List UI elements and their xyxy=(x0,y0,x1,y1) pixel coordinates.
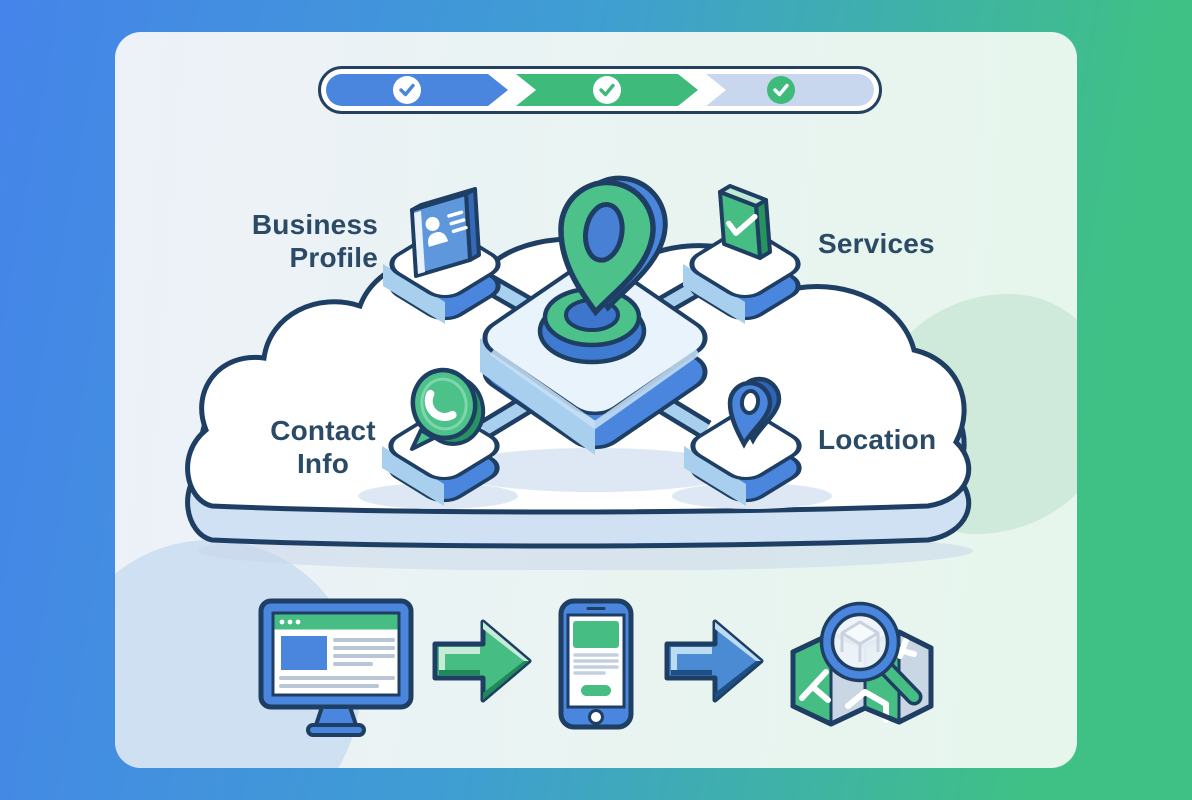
check-icon xyxy=(767,76,795,104)
tile-services xyxy=(683,184,801,324)
pin-base-ring xyxy=(537,286,647,365)
tile-contact-info xyxy=(382,367,500,506)
tile-business-profile xyxy=(383,187,501,324)
progress-bar-track xyxy=(326,74,874,106)
label-business-profile: Business Profile xyxy=(251,209,378,274)
checked-card-icon xyxy=(718,184,772,260)
map-pin-icon xyxy=(558,175,668,317)
id-card-icon xyxy=(410,187,481,278)
arrow-right-icon xyxy=(432,619,532,703)
desktop-monitor-icon xyxy=(258,598,414,737)
phone-badge-icon xyxy=(410,367,486,451)
magnifier-icon xyxy=(819,601,923,706)
platform-shadow xyxy=(446,448,742,492)
check-icon xyxy=(393,76,421,104)
progress-bar xyxy=(318,66,882,114)
label-location: Location xyxy=(818,424,937,455)
smartphone-icon xyxy=(558,598,634,730)
arrow-right-icon xyxy=(664,619,764,703)
tile-location xyxy=(684,376,802,506)
label-services: Services xyxy=(818,228,935,259)
map-magnifier-icon xyxy=(790,601,934,727)
cloud-hub-illustration xyxy=(185,175,973,570)
location-pin-icon xyxy=(727,376,782,449)
label-contact-info: Contact Info xyxy=(270,415,376,480)
check-icon xyxy=(593,76,621,104)
